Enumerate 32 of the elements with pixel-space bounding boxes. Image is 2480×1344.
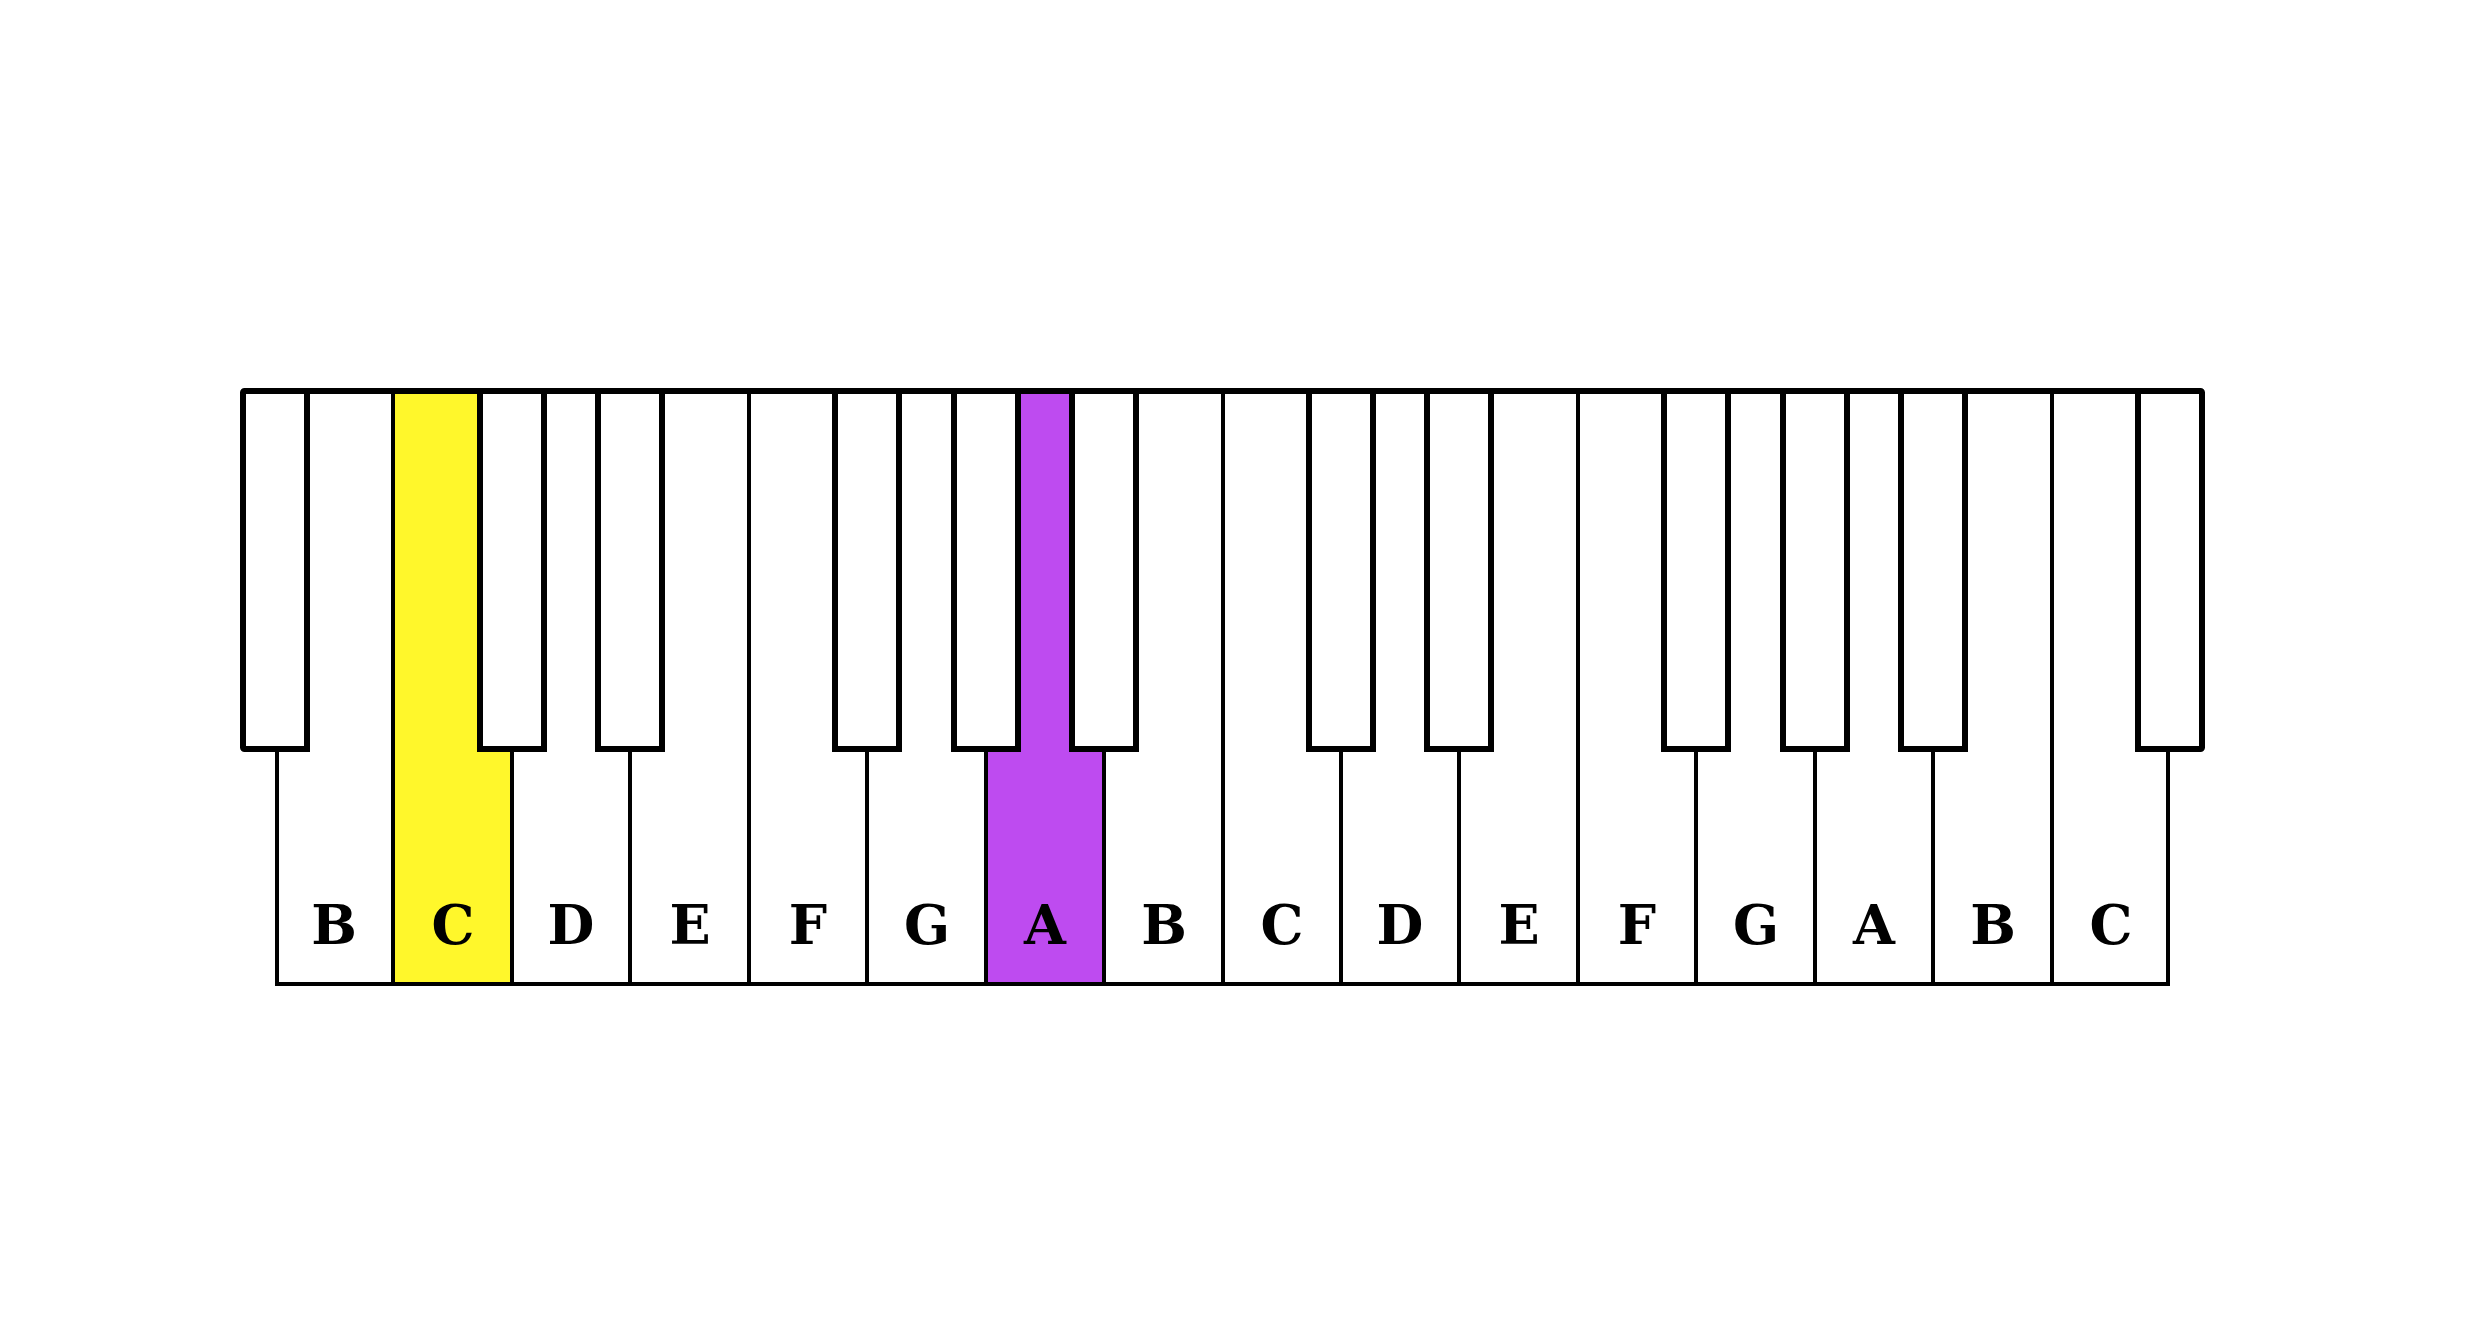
piano-key <box>986 388 1104 986</box>
note-label: C <box>2089 898 2133 952</box>
piano-key <box>1104 388 1223 986</box>
piano-key <box>275 388 393 986</box>
note-label: B <box>1141 898 1187 952</box>
piano-key <box>749 388 867 986</box>
note-label: D <box>547 898 595 952</box>
note-label: D <box>1376 898 1424 952</box>
note-label: C <box>1260 898 1304 952</box>
note-label: A <box>1853 898 1895 952</box>
piano-key <box>1696 388 1815 986</box>
piano-key <box>1459 388 1578 986</box>
note-label: E <box>669 898 711 952</box>
piano-key <box>1815 388 1933 986</box>
piano-key <box>2052 388 2170 986</box>
piano-key <box>630 388 749 986</box>
piano-key <box>1341 388 1459 986</box>
note-label: F <box>788 898 828 952</box>
note-label: A <box>1024 898 1066 952</box>
piano-key <box>1933 388 2052 986</box>
note-label: G <box>903 898 951 952</box>
piano-key <box>1578 388 1696 986</box>
note-label: B <box>311 898 357 952</box>
piano-key <box>512 388 630 986</box>
piano-key <box>867 388 986 986</box>
note-label: C <box>431 898 475 952</box>
note-label: F <box>1617 898 1657 952</box>
note-label: B <box>1970 898 2016 952</box>
note-label: G <box>1732 898 1780 952</box>
piano-key <box>393 388 512 986</box>
piano-key <box>1223 388 1341 986</box>
note-label: E <box>1498 898 1540 952</box>
